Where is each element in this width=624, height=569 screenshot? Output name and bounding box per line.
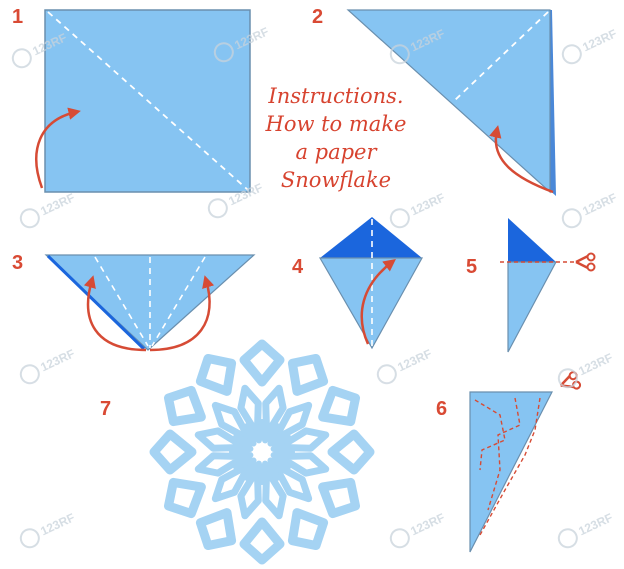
- step-number-3: 3: [12, 252, 24, 274]
- snowflake-arm: [211, 461, 253, 503]
- paper-wedge: [469, 391, 553, 553]
- title-line-4: Snowflake: [280, 168, 392, 192]
- snowflake-petal: [318, 385, 361, 427]
- curved-arrow-icon: [149, 275, 215, 352]
- snowflake-petal: [195, 353, 237, 396]
- step-number-2: 2: [312, 6, 324, 28]
- snowflake-petal: [287, 353, 329, 396]
- cut-line: [474, 399, 506, 471]
- snowflake-petal: [318, 477, 361, 519]
- snowflake-arm: [271, 401, 313, 443]
- snowflake-arm: [211, 401, 253, 443]
- step-number-5: 5: [466, 256, 478, 278]
- snowflake-petal: [163, 385, 206, 427]
- snowflake-center: [229, 419, 295, 485]
- snowflake-petal: [287, 508, 329, 551]
- dark-flap: [508, 218, 556, 262]
- curved-arrow-icon: [360, 258, 396, 345]
- snowflake-petal: [327, 429, 375, 475]
- step-number-4: 4: [292, 256, 304, 278]
- paper-wedge: [507, 261, 557, 353]
- snowflake-arm: [262, 465, 287, 520]
- step-number-6: 6: [436, 398, 448, 420]
- snowflake-arm: [271, 461, 313, 503]
- paper-kite: [318, 257, 424, 350]
- step-5-figure: [500, 218, 596, 353]
- title-line-1: Instructions.: [268, 84, 404, 108]
- folded-edge: [46, 254, 146, 351]
- fold-line: [47, 11, 249, 191]
- snowflake-petal: [163, 477, 206, 519]
- snowflake-arm: [262, 384, 287, 439]
- title-line-2: How to make: [265, 112, 407, 136]
- snowflake-result: [149, 339, 375, 565]
- snowflake-arm: [237, 465, 262, 520]
- curved-arrow-icon: [489, 125, 554, 194]
- cut-line: [487, 397, 521, 511]
- step-number-7: 7: [100, 398, 112, 420]
- curved-arrow-icon: [83, 275, 147, 352]
- scissors-icon: [575, 252, 596, 272]
- step-6-figure: [469, 371, 582, 553]
- dark-flap: [320, 217, 422, 258]
- snowflake-arm: [194, 452, 249, 477]
- snowflake-petal: [239, 339, 285, 387]
- snowflake-petal: [149, 429, 197, 475]
- curved-arrow-icon: [35, 107, 81, 189]
- snowflake-arm: [194, 427, 249, 452]
- cut-line: [479, 397, 541, 536]
- snowflake-arm: [275, 452, 330, 477]
- snowflake-arm: [275, 427, 330, 452]
- step-number-1: 1: [12, 6, 24, 28]
- snowflake-arm: [237, 384, 262, 439]
- snowflake-petal: [239, 517, 285, 565]
- step-1-figure: [35, 9, 251, 193]
- step-3-figure: [44, 254, 256, 352]
- snowflake-petal: [195, 508, 237, 551]
- step-4-figure: [318, 217, 424, 350]
- title-line-3: a paper: [295, 140, 377, 164]
